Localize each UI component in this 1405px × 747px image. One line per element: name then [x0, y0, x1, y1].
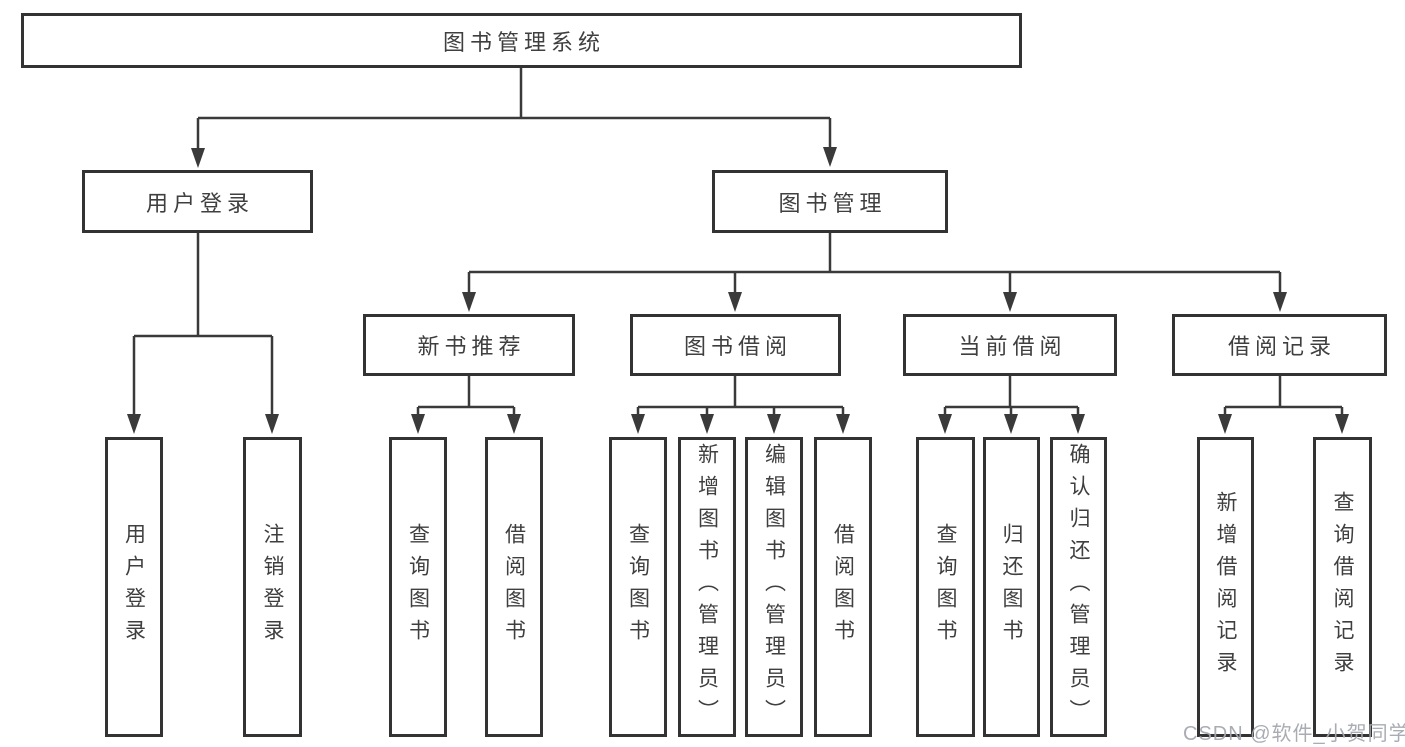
node-user-login-label: 用户登录 — [145, 190, 254, 216]
leaf-user-login: 用户登录 — [105, 437, 163, 737]
connector-bookmgmt-to-level3 — [467, 233, 1282, 294]
leaf-current-query: 查询图书 — [916, 437, 975, 737]
arrowhead-icon — [631, 414, 645, 434]
connector-current-to-leaves — [943, 376, 1080, 416]
arrowhead-icon — [1273, 292, 1287, 312]
arrowhead-icon — [836, 414, 850, 434]
leaf-borrow-book: 借阅图书 — [814, 437, 872, 737]
node-borrow-record: 借阅记录 — [1172, 314, 1387, 376]
leaf-newbook-query: 查询图书 — [389, 437, 447, 737]
leaf-record-query-label: 查询借阅记录 — [1331, 491, 1354, 683]
arrowhead-icon — [1335, 414, 1349, 434]
leaf-newbook-query-label: 查询图书 — [406, 523, 430, 651]
arrowhead-icon — [700, 414, 714, 434]
leaf-borrow-add-admin-label: 新增图书（管理员） — [695, 443, 719, 731]
node-book-management-label: 图书管理 — [778, 190, 887, 216]
arrowhead-icon — [767, 414, 781, 434]
arrowhead-icon — [938, 414, 952, 434]
arrowhead-icon — [1004, 414, 1018, 434]
node-book-borrow: 图书借阅 — [630, 314, 841, 376]
leaf-current-confirm-admin: 确认归还（管理员） — [1050, 437, 1107, 737]
connector-record-to-leaves — [1223, 376, 1344, 416]
arrowhead-icon — [265, 414, 279, 434]
leaf-borrow-book-label: 借阅图书 — [831, 523, 855, 651]
arrowhead-icon — [462, 292, 476, 312]
leaf-logout-label: 注销登录 — [261, 523, 284, 651]
node-new-book-recommend-label: 新书推荐 — [417, 334, 526, 359]
leaf-newbook-borrow: 借阅图书 — [485, 437, 543, 737]
arrowhead-icon — [507, 414, 521, 434]
node-book-borrow-label: 图书借阅 — [683, 334, 792, 359]
connector-root-to-level2 — [196, 68, 832, 150]
arrowhead-icon — [728, 292, 742, 312]
connector-borrow-to-leaves — [636, 376, 845, 416]
leaf-borrow-query: 查询图书 — [609, 437, 667, 737]
connector-newbook-to-leaves — [416, 376, 516, 416]
leaf-current-query-label: 查询图书 — [934, 523, 957, 651]
leaf-record-query: 查询借阅记录 — [1313, 437, 1372, 737]
leaf-logout: 注销登录 — [243, 437, 302, 737]
node-borrow-record-label: 借阅记录 — [1227, 334, 1336, 359]
arrowhead-icon — [411, 414, 425, 434]
arrowhead-icon — [823, 147, 837, 167]
arrowhead-icon — [1071, 414, 1085, 434]
leaf-record-add: 新增借阅记录 — [1197, 437, 1254, 737]
arrowhead-icon — [191, 148, 205, 168]
leaf-current-return: 归还图书 — [983, 437, 1040, 737]
leaf-borrow-query-label: 查询图书 — [626, 523, 650, 651]
node-current-borrow-label: 当前借阅 — [958, 334, 1067, 359]
connector-userlogin-to-leaves — [132, 233, 274, 416]
leaf-newbook-borrow-label: 借阅图书 — [502, 523, 526, 651]
leaf-borrow-add-admin: 新增图书（管理员） — [678, 437, 736, 737]
node-new-book-recommend: 新书推荐 — [363, 314, 575, 376]
leaf-current-return-label: 归还图书 — [1000, 523, 1023, 651]
node-current-borrow: 当前借阅 — [903, 314, 1117, 376]
node-user-login: 用户登录 — [82, 170, 313, 233]
leaf-borrow-edit-admin-label: 编辑图书（管理员） — [762, 443, 786, 731]
arrowhead-icon — [1003, 292, 1017, 312]
leaf-user-login-label: 用户登录 — [122, 523, 146, 651]
leaf-current-confirm-admin-label: 确认归还（管理员） — [1067, 443, 1090, 731]
node-book-management: 图书管理 — [712, 170, 948, 233]
node-root-label: 图书管理系统 — [442, 29, 605, 55]
node-root: 图书管理系统 — [21, 13, 1022, 68]
leaf-record-add-label: 新增借阅记录 — [1214, 491, 1237, 683]
watermark: CSDN @软件_小贺同学 — [1183, 723, 1405, 745]
arrowhead-icon — [127, 414, 141, 434]
arrowhead-icon — [1218, 414, 1232, 434]
leaf-borrow-edit-admin: 编辑图书（管理员） — [745, 437, 803, 737]
